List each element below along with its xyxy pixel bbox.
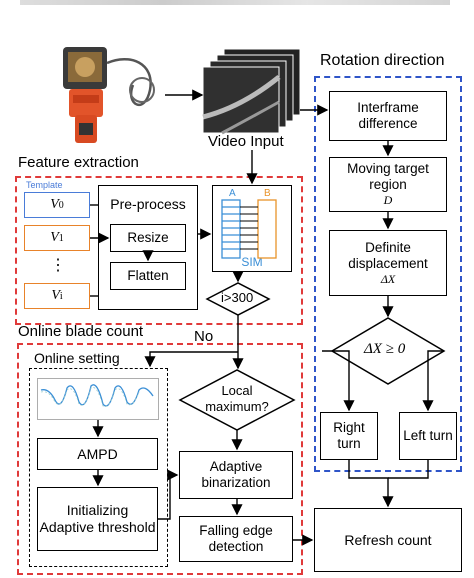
interframe-difference-box: Interframe difference (329, 91, 447, 141)
local-maximum-label: Local maximum? (205, 383, 269, 415)
online-setting-title: Online setting (34, 350, 120, 366)
definite-var: ΔX (380, 271, 396, 286)
sim-a-label: A (229, 188, 236, 199)
adaptive-binarization-box: Adaptive binarization (179, 451, 293, 499)
online-setting-frame (29, 368, 168, 567)
falling-edge-detection-box: Falling edge detection (179, 516, 293, 562)
online-blade-count-frame (17, 343, 303, 575)
v1-label: V (50, 230, 59, 245)
top-cropped-text-strip (20, 0, 450, 5)
feature-extraction-frame (15, 176, 303, 325)
flatten-box: Flatten (110, 262, 186, 290)
initializing-adaptive-threshold-box: Initializing Adaptive threshold (37, 487, 158, 551)
resize-box: Resize (110, 224, 186, 252)
definite-displacement-box: Definite displacement ΔX (329, 230, 447, 296)
ampd-box: AMPD (37, 438, 158, 470)
vi-label: V (51, 288, 60, 303)
rotation-direction-title: Rotation direction (320, 52, 445, 69)
template-tag: Template (26, 180, 63, 190)
delta-x-condition: ΔX ≥ 0 (364, 341, 406, 357)
sim-b-label: B (264, 188, 271, 199)
left-turn-box: Left turn (399, 412, 457, 460)
i-decision-label: i>300 (221, 290, 254, 305)
waveform-plot-box (37, 378, 159, 420)
sim-box: SIM (212, 185, 292, 272)
video-frames-stack (202, 47, 302, 139)
video-input-label: Video Input (208, 133, 284, 150)
sim-label: SIM (241, 254, 263, 269)
feature-extraction-title: Feature extraction (18, 154, 139, 171)
no-branch-label: No (194, 328, 214, 345)
right-turn-box: Right turn (320, 412, 378, 460)
moving-target-region-box: Moving target region D (329, 157, 447, 212)
v0-label: V (50, 197, 59, 212)
vertical-ellipsis: ⋮ (50, 257, 66, 274)
videoscope-device-image (55, 45, 165, 145)
refresh-count-box: Refresh count (314, 508, 462, 572)
online-blade-count-title: Online blade count (18, 323, 144, 340)
moving-target-var: D (383, 193, 393, 208)
